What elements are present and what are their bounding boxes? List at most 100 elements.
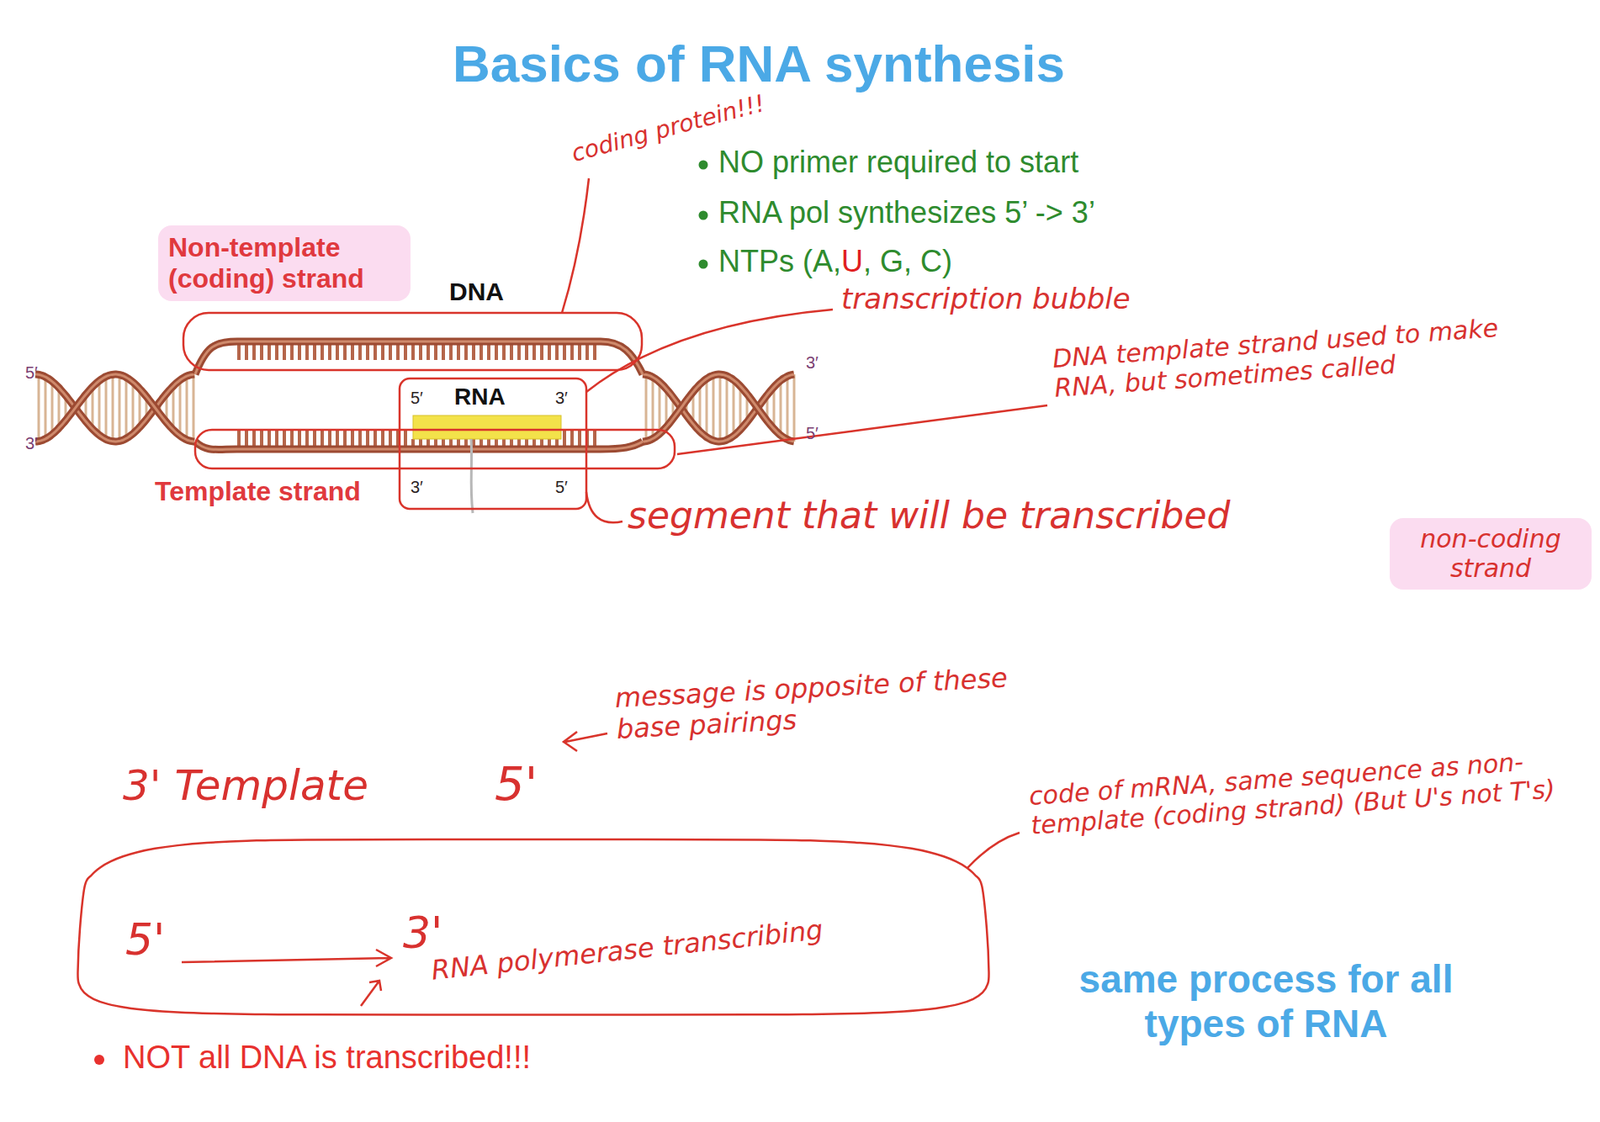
base: [305, 344, 309, 361]
base: [517, 344, 521, 361]
base-pair: [705, 378, 709, 438]
base: [487, 344, 491, 361]
base: [487, 439, 491, 446]
bullet-dot: [94, 1054, 105, 1065]
bullet-text: , G, C): [863, 243, 953, 279]
bullet-text: NOT all DNA is transcribed!!!: [122, 1039, 531, 1077]
bullet-text: RNA pol synthesizes 5’ -> 3’: [718, 195, 1096, 230]
base: [532, 439, 536, 446]
hand-arrows: [181, 949, 392, 1007]
leader-line: [586, 309, 833, 393]
base: [237, 430, 241, 446]
outline-coding: [183, 312, 642, 371]
base: [593, 430, 597, 446]
bullet-text: NTPs (A,: [718, 243, 842, 279]
backbone: [35, 374, 195, 442]
base: [540, 344, 544, 361]
base: [358, 344, 362, 361]
base: [441, 344, 446, 361]
pointer-arrow: [360, 980, 382, 1007]
base: [312, 344, 317, 361]
base: [456, 344, 461, 361]
strand-end: 5′: [410, 388, 424, 408]
base: [290, 430, 294, 446]
base: [464, 344, 468, 361]
base: [509, 344, 514, 361]
base: [267, 430, 271, 446]
base: [418, 439, 423, 446]
base: [297, 344, 302, 361]
base: [343, 430, 347, 446]
strand-end: 3′: [805, 353, 819, 373]
base: [290, 344, 294, 361]
base: [441, 439, 446, 446]
base-pair: [192, 374, 196, 442]
band-text: Non-template (coding) strand: [168, 232, 401, 295]
outline-segment: [399, 378, 587, 509]
part-name: RNA: [454, 383, 506, 411]
base: [282, 344, 287, 361]
base: [388, 344, 393, 361]
strand-end: 3′: [555, 388, 568, 408]
base: [434, 439, 438, 446]
base-pair: [132, 381, 135, 434]
oval-text: RNA polymerase transcribing: [429, 914, 825, 986]
base: [524, 439, 529, 446]
base: [494, 439, 499, 446]
handwritten-note: DNA template strand used to make RNA, bu…: [1051, 309, 1559, 403]
handwritten-note: transcription bubble: [841, 282, 1131, 316]
base: [275, 430, 279, 446]
base: [267, 344, 271, 361]
base-pair: [732, 380, 736, 437]
leader-line: [586, 492, 623, 523]
base: [350, 344, 355, 361]
base: [540, 439, 544, 446]
base: [555, 439, 559, 446]
strand-end: 5′: [555, 477, 568, 498]
base-pair: [699, 384, 702, 432]
base: [373, 430, 377, 446]
outline-template: [195, 429, 675, 469]
band-text: non-coding strand: [1399, 524, 1582, 583]
base: [328, 344, 332, 361]
leader-line: [967, 832, 1020, 869]
bullet-text: U: [841, 243, 864, 279]
base: [381, 344, 385, 361]
backbone: [35, 374, 195, 442]
base: [328, 430, 332, 446]
base-pair: [645, 374, 648, 441]
base: [547, 344, 551, 361]
base: [335, 344, 340, 361]
handwritten-note: message is opposite of these base pairin…: [614, 659, 1071, 746]
base-pair: [793, 374, 796, 442]
hand-arrow: [563, 731, 608, 752]
base-pair: [658, 381, 662, 435]
base: [396, 344, 400, 361]
base-pair: [37, 374, 41, 441]
base: [259, 430, 264, 446]
strand-end: 5′: [25, 363, 38, 383]
base: [252, 430, 256, 446]
base: [585, 344, 589, 361]
base: [562, 430, 567, 446]
base-pair: [111, 374, 115, 442]
base-pair: [105, 376, 108, 440]
base-pair: [125, 377, 128, 440]
base-pair: [172, 386, 175, 430]
base-pair: [786, 376, 790, 440]
oval-outline-path: [77, 839, 989, 1016]
base: [456, 439, 461, 446]
base: [547, 439, 551, 446]
base: [517, 439, 521, 446]
bullet-text: NO primer required to start: [718, 144, 1079, 180]
base-pair: [779, 380, 783, 435]
strand-end: 5′: [805, 423, 819, 444]
strand-end: 3′: [25, 434, 38, 454]
handwritten-note: 3' Template: [122, 762, 369, 811]
slide-note: same process for all types of RNA: [1068, 957, 1464, 1047]
base: [570, 344, 574, 361]
base-pair: [98, 381, 101, 436]
backbone: [195, 441, 643, 451]
base: [562, 344, 567, 361]
